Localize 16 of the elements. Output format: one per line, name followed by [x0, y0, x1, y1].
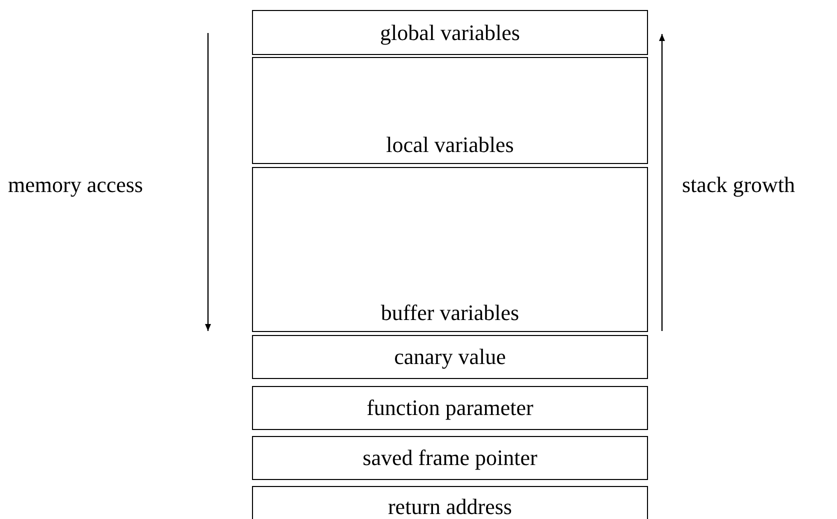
memory-block — [252, 335, 648, 379]
memory-block — [252, 486, 648, 519]
direction-label: stack growth — [682, 174, 796, 196]
block-label: canary value — [394, 346, 506, 368]
block-label: function parameter — [366, 397, 534, 419]
memory-block — [252, 10, 648, 55]
block-label: global variables — [380, 22, 520, 44]
memory-block — [252, 57, 648, 164]
block-label: local variables — [386, 134, 514, 156]
memory-block — [252, 436, 648, 480]
memory-block — [252, 167, 648, 332]
direction-label: memory access — [8, 174, 143, 196]
block-label: buffer variables — [380, 302, 520, 324]
block-label: saved frame pointer — [362, 447, 538, 469]
block-label: return address — [388, 496, 512, 518]
memory-block — [252, 386, 648, 430]
